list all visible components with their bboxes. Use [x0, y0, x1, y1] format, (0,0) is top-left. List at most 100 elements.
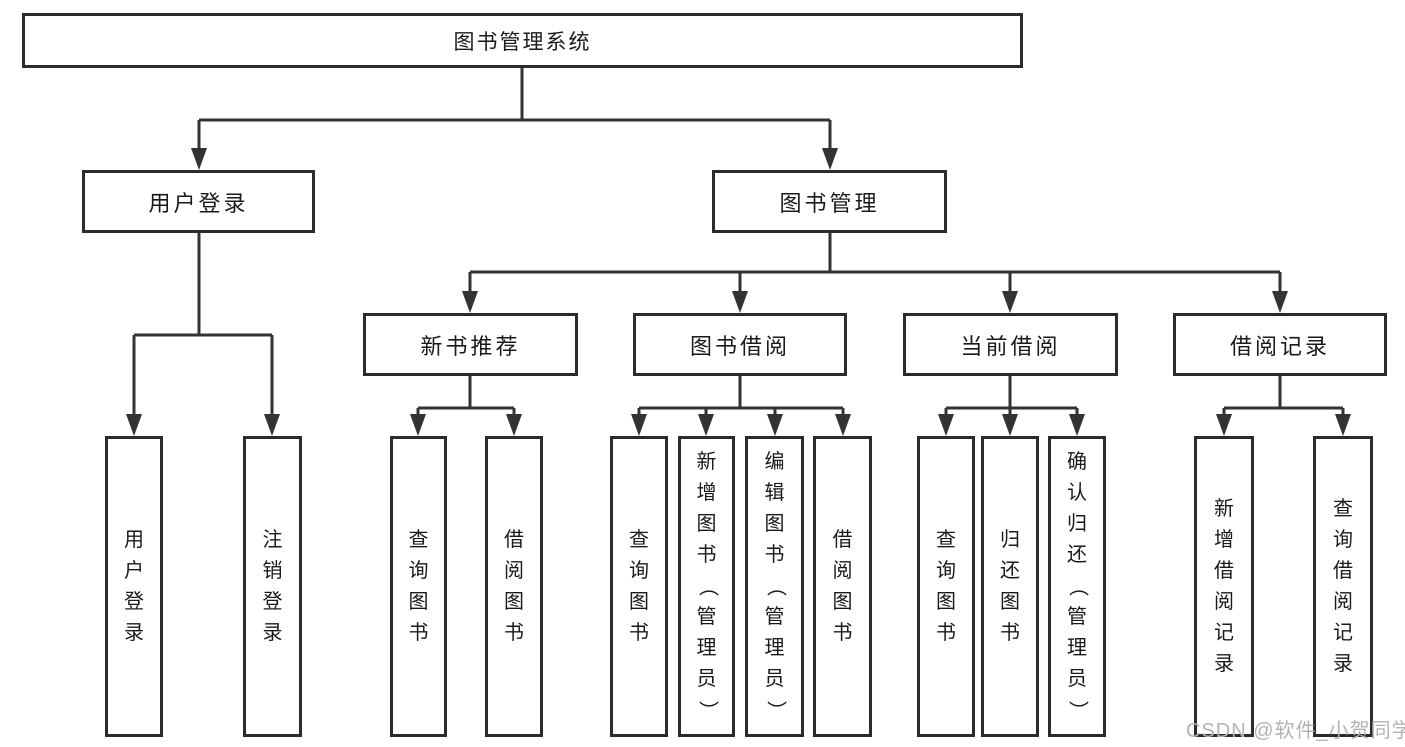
leaf-borrow-books-recommend: 借阅图书 — [485, 436, 543, 737]
vertical-char: 图 — [764, 513, 785, 535]
arrowhead-icon — [462, 291, 478, 313]
vertical-char: 员 — [1067, 668, 1087, 690]
vertical-char: 增 — [1214, 528, 1234, 551]
vertical-char: 归 — [1000, 528, 1020, 551]
node-book-borrowing: 图书借阅 — [633, 313, 847, 376]
node-root: 图书管理系统 — [22, 13, 1023, 68]
vertical-char: 查 — [408, 528, 429, 551]
leaf-query-books-current: 查询图书 — [917, 436, 975, 737]
vertical-char: 理 — [1067, 637, 1087, 659]
node-borrowing-records: 借阅记录 — [1173, 313, 1387, 376]
leaf-confirm-return-admin: 确认归还 （ 管理员 ） — [1048, 436, 1106, 737]
vertical-char: 书 — [629, 621, 649, 644]
arrowhead-icon — [938, 414, 954, 436]
vertical-char: （ — [1066, 576, 1089, 597]
vertical-char: 新 — [696, 451, 717, 473]
vertical-char: 理 — [764, 637, 785, 659]
vertical-char: 管 — [1067, 606, 1087, 628]
vertical-char: 阅 — [504, 559, 524, 582]
vertical-char: 图 — [629, 590, 649, 613]
vertical-char: 确 — [1067, 451, 1087, 473]
vertical-char: 图 — [1000, 590, 1020, 613]
vertical-char: 登 — [262, 590, 283, 613]
vertical-char: 户 — [124, 559, 144, 582]
vertical-char: 认 — [1067, 482, 1087, 504]
vertical-char: 询 — [1333, 528, 1353, 551]
leaf-edit-books-admin: 编辑图书（管理员） — [745, 436, 804, 737]
vertical-char: 理 — [696, 637, 717, 659]
vertical-char: 查 — [1333, 497, 1353, 520]
watermark: CSDN @软件_小贺同学 — [1186, 720, 1405, 742]
arrowhead-icon — [1272, 291, 1288, 313]
arrowhead-icon — [1002, 291, 1018, 313]
vertical-char: 借 — [832, 528, 853, 551]
vertical-char: 查 — [629, 528, 649, 551]
vertical-char: 注 — [262, 528, 283, 551]
vertical-char: 记 — [1214, 621, 1234, 644]
vertical-char: 阅 — [832, 559, 853, 582]
leaf-user-login: 用户登录 — [105, 436, 163, 737]
vertical-char: 书 — [504, 621, 524, 644]
vertical-char: 询 — [408, 559, 429, 582]
vertical-char: 登 — [124, 590, 144, 613]
arrowhead-icon — [822, 148, 838, 170]
vertical-char: 查 — [936, 528, 956, 551]
node-book-management: 图书管理 — [712, 170, 947, 233]
vertical-char: 书 — [764, 544, 785, 566]
arrowhead-icon — [264, 414, 280, 436]
arrowhead-icon — [126, 414, 142, 436]
leaf-query-books-recommend: 查询图书 — [390, 436, 447, 737]
vertical-char: 增 — [696, 482, 717, 504]
arrowhead-icon — [631, 414, 647, 436]
vertical-char: 询 — [936, 559, 956, 582]
vertical-char: （ — [696, 576, 718, 597]
vertical-char: 还 — [1000, 559, 1020, 582]
vertical-char: 书 — [408, 621, 429, 644]
vertical-char: 书 — [696, 544, 717, 566]
vertical-char: 书 — [936, 621, 956, 644]
vertical-char: 借 — [1214, 559, 1234, 582]
vertical-char: ） — [1066, 700, 1089, 721]
vertical-char: 录 — [1214, 652, 1234, 675]
vertical-char: 编 — [764, 451, 785, 473]
vertical-char: 新 — [1214, 497, 1234, 520]
vertical-char: 管 — [696, 606, 717, 628]
vertical-char: 记 — [1333, 621, 1353, 644]
vertical-char: 录 — [124, 621, 144, 644]
vertical-char: 书 — [832, 621, 853, 644]
node-new-book-recommend: 新书推荐 — [363, 313, 578, 376]
vertical-char: 借 — [1333, 559, 1353, 582]
leaf-logout: 注销登录 — [243, 436, 302, 737]
vertical-char: （ — [764, 576, 786, 597]
leaf-query-books-borrowing: 查询图书 — [610, 436, 668, 737]
leaf-add-borrow-record: 新增借阅记录 — [1194, 436, 1254, 737]
arrowhead-icon — [835, 414, 851, 436]
vertical-char: 书 — [1000, 621, 1020, 644]
arrowhead-icon — [1002, 414, 1018, 436]
vertical-char: 图 — [832, 590, 853, 613]
node-user-login-branch: 用户登录 — [82, 170, 315, 233]
vertical-char: 用 — [124, 528, 144, 551]
arrowhead-icon — [767, 414, 783, 436]
vertical-char: 阅 — [1214, 590, 1234, 613]
arrowhead-icon — [698, 414, 714, 436]
vertical-char: 图 — [696, 513, 717, 535]
arrowhead-icon — [732, 291, 748, 313]
vertical-char: 销 — [262, 559, 283, 582]
arrowhead-icon — [1069, 414, 1085, 436]
leaf-return-books: 归还图书 — [981, 436, 1039, 737]
leaf-borrow-books-borrowing: 借阅图书 — [813, 436, 872, 737]
arrowhead-icon — [410, 414, 426, 436]
node-current-borrowing: 当前借阅 — [903, 313, 1118, 376]
arrowhead-icon — [1216, 414, 1232, 436]
vertical-char: 辑 — [764, 482, 785, 504]
arrowhead-icon — [506, 414, 522, 436]
vertical-char: 图 — [408, 590, 429, 613]
arrowhead-icon — [1335, 414, 1351, 436]
vertical-char: ） — [764, 700, 786, 721]
vertical-char: 归 — [1067, 513, 1087, 535]
vertical-char: 管 — [764, 606, 785, 628]
vertical-char: 还 — [1067, 544, 1087, 566]
